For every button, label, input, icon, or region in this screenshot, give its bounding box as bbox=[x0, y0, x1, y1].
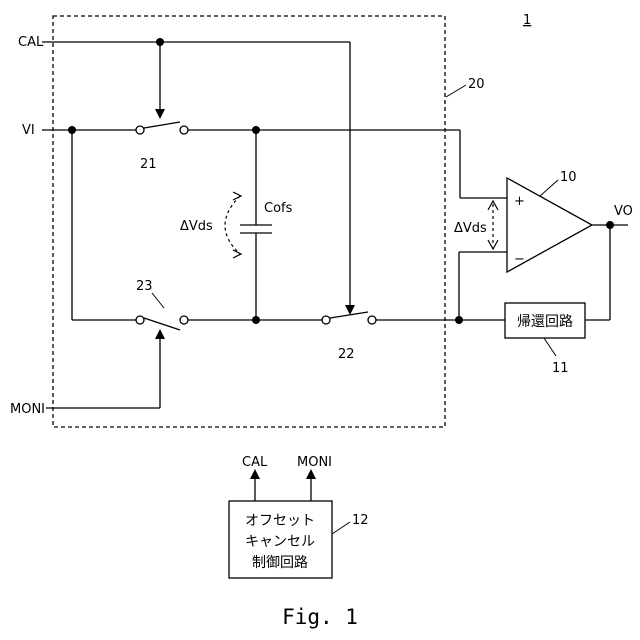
switch-22-label: 22 bbox=[338, 347, 355, 362]
figure-caption: Fig. 1 bbox=[282, 605, 358, 629]
right-delta-vds-arrow bbox=[488, 201, 498, 249]
output-junction-dot bbox=[606, 221, 614, 229]
delta-vds-left-label: ΔVds bbox=[180, 219, 213, 234]
op-amp-ref-leader bbox=[540, 180, 558, 196]
controller-cal-output-label: CAL bbox=[242, 455, 268, 470]
op-amp-ref-label: 10 bbox=[560, 170, 577, 185]
feedback-junction-dot bbox=[455, 316, 463, 324]
cal-wiring bbox=[42, 42, 350, 310]
controller-ref-leader bbox=[332, 522, 350, 534]
block-ref-leader bbox=[446, 85, 466, 97]
op-amp-minus-sign: − bbox=[514, 252, 525, 267]
cal-junction-dot bbox=[156, 38, 164, 46]
op-amp-plus-sign: + bbox=[514, 194, 525, 209]
vi-wiring bbox=[42, 130, 507, 320]
vo-output-label: VO bbox=[614, 204, 633, 219]
controller-line-2: キャンセル bbox=[245, 534, 315, 550]
device-ref-label: 1 bbox=[523, 13, 531, 28]
controller-output-arrows bbox=[255, 474, 311, 501]
controller-ref-label: 12 bbox=[352, 513, 369, 528]
cap-top-junction-dot bbox=[252, 126, 260, 134]
delta-vds-right-label: ΔVds bbox=[454, 221, 487, 236]
cal-input-label: CAL bbox=[18, 35, 44, 50]
switch-22 bbox=[322, 312, 376, 324]
vi-input-label: VI bbox=[22, 123, 35, 138]
bottom-wiring bbox=[46, 252, 507, 408]
feedback-circuit-text: 帰還回路 bbox=[517, 313, 573, 330]
vi-junction-dot bbox=[68, 126, 76, 134]
controller-moni-output-label: MONI bbox=[297, 455, 332, 470]
switch-21 bbox=[136, 122, 188, 134]
cap-bottom-junction-dot bbox=[252, 316, 260, 324]
switch-23-leader bbox=[152, 293, 164, 308]
left-delta-vds-arrow bbox=[225, 192, 241, 258]
switch-23-label: 23 bbox=[136, 279, 153, 294]
switch-21-label: 21 bbox=[140, 157, 157, 172]
controller-line-3: 制御回路 bbox=[252, 555, 308, 571]
capacitor-cofs bbox=[240, 130, 272, 320]
feedback-ref-label: 11 bbox=[552, 361, 569, 376]
cofs-label: Cofs bbox=[264, 201, 293, 216]
moni-input-label: MONI bbox=[10, 402, 45, 417]
controller-line-1: オフセット bbox=[245, 513, 315, 529]
block-20-boundary bbox=[53, 16, 445, 427]
switch-23 bbox=[136, 316, 188, 330]
block-ref-label: 20 bbox=[468, 77, 485, 92]
output-wiring bbox=[585, 225, 628, 320]
feedback-ref-leader bbox=[544, 338, 556, 356]
